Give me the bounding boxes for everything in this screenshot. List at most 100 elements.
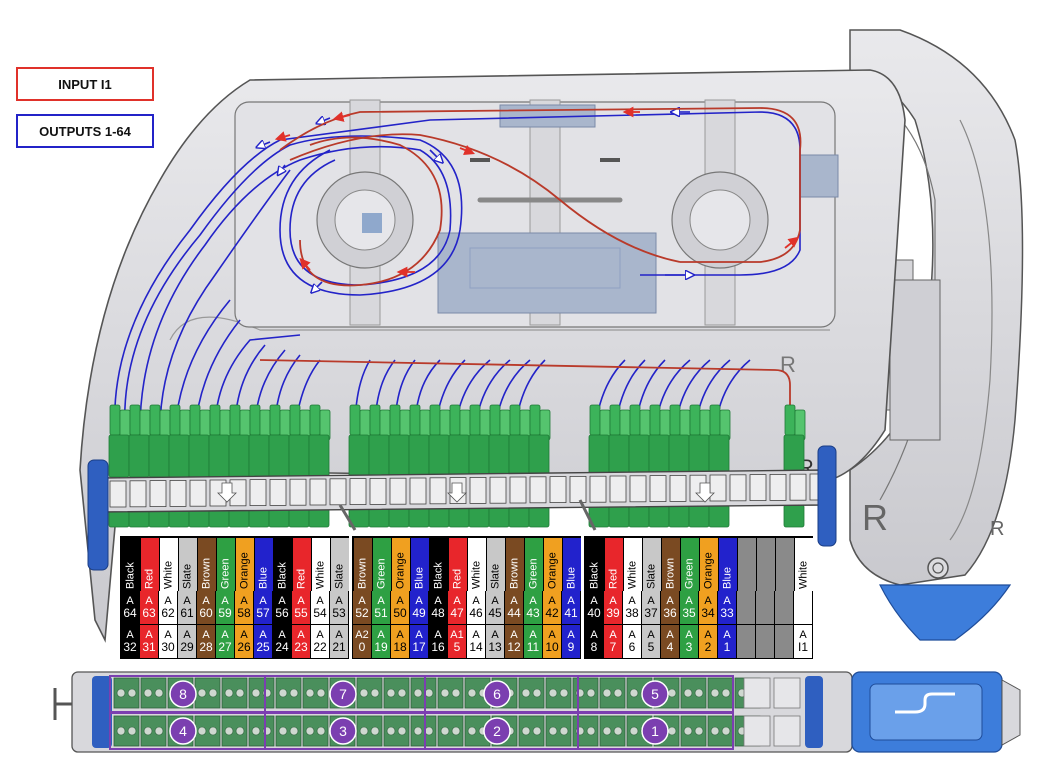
port-prefix: A — [278, 595, 286, 607]
adapter-slot — [149, 480, 167, 508]
port-number: 4 — [666, 640, 674, 654]
port-prefix: A — [453, 595, 461, 607]
adapter-slot — [649, 475, 667, 503]
adapter-module — [275, 715, 302, 747]
port-number: 48 — [431, 606, 445, 620]
port-cell — [775, 591, 794, 625]
port-prefix: A1 — [450, 629, 464, 641]
color-header-cell: Blue — [718, 537, 737, 591]
port-prefix: A — [183, 595, 191, 607]
adapter-slot — [309, 478, 327, 506]
port-number: 3 — [685, 640, 693, 654]
port-number: 25 — [256, 640, 270, 654]
port-number: 56 — [275, 606, 289, 620]
port-number: 14 — [469, 640, 483, 654]
lc-connector-row — [108, 404, 806, 528]
port-number: 0 — [358, 640, 366, 654]
lc-connector — [488, 404, 511, 528]
port-prefix: A — [377, 595, 385, 607]
group-number: 6 — [493, 686, 501, 702]
port-prefix: A — [491, 629, 499, 641]
port-prefix: A — [510, 595, 518, 607]
color-header-cell: Brown — [353, 537, 372, 591]
port-prefix: A — [377, 629, 385, 641]
color-header-cell — [756, 537, 775, 591]
adapter-slot — [529, 476, 547, 504]
port-cell — [737, 591, 756, 625]
adapter-module — [113, 677, 140, 709]
port-prefix: A — [704, 595, 712, 607]
group-number-badge — [329, 680, 357, 708]
color-header-cell: White — [311, 537, 330, 591]
port-number: 55 — [294, 606, 308, 620]
empty-slot — [773, 677, 801, 709]
lc-connector — [668, 404, 691, 528]
port-number: 50 — [393, 606, 407, 620]
port-number: 43 — [526, 606, 540, 620]
adapter-slot — [749, 474, 767, 502]
adapter-module — [221, 677, 248, 709]
adapter-slot — [549, 476, 567, 504]
adapter-slot — [369, 477, 387, 505]
group-number: 8 — [179, 686, 187, 702]
adapter-slot — [769, 473, 787, 501]
port-prefix: A — [510, 629, 518, 641]
port-number: I1 — [797, 640, 808, 654]
adapter-module — [194, 677, 221, 709]
port-prefix: A — [529, 595, 537, 607]
color-header-cell: Orange — [235, 537, 254, 591]
adapter-slot — [609, 475, 627, 503]
port-number: 9 — [567, 640, 575, 654]
port-number: 62 — [161, 606, 175, 620]
port-prefix: A — [316, 595, 324, 607]
adapter-slot — [509, 476, 527, 504]
port-prefix: A — [396, 629, 404, 641]
lc-connector — [408, 404, 431, 528]
port-number: 22 — [313, 640, 327, 654]
adapter-module — [545, 677, 572, 709]
group-number-badge — [169, 717, 197, 745]
port-number: 57 — [256, 606, 270, 620]
color-header-cell: Red — [140, 537, 159, 591]
adapter-module — [356, 677, 383, 709]
color-header-cell: White — [794, 537, 813, 591]
port-prefix: A — [183, 629, 191, 641]
input-fiber — [259, 106, 802, 430]
port-prefix: A — [647, 595, 655, 607]
port-prefix: A — [126, 629, 134, 641]
color-header-cell — [737, 537, 756, 591]
port-prefix: A — [145, 595, 153, 607]
port-prefix: A — [628, 629, 636, 641]
port-prefix: A — [609, 595, 617, 607]
adapter-module — [707, 677, 734, 709]
adapter-slot — [269, 478, 287, 506]
group-number: 5 — [651, 686, 659, 702]
port-number: 26 — [237, 640, 251, 654]
port-prefix: A — [723, 595, 731, 607]
color-header-cell: Green — [372, 537, 391, 591]
port-number: 5 — [453, 640, 461, 654]
